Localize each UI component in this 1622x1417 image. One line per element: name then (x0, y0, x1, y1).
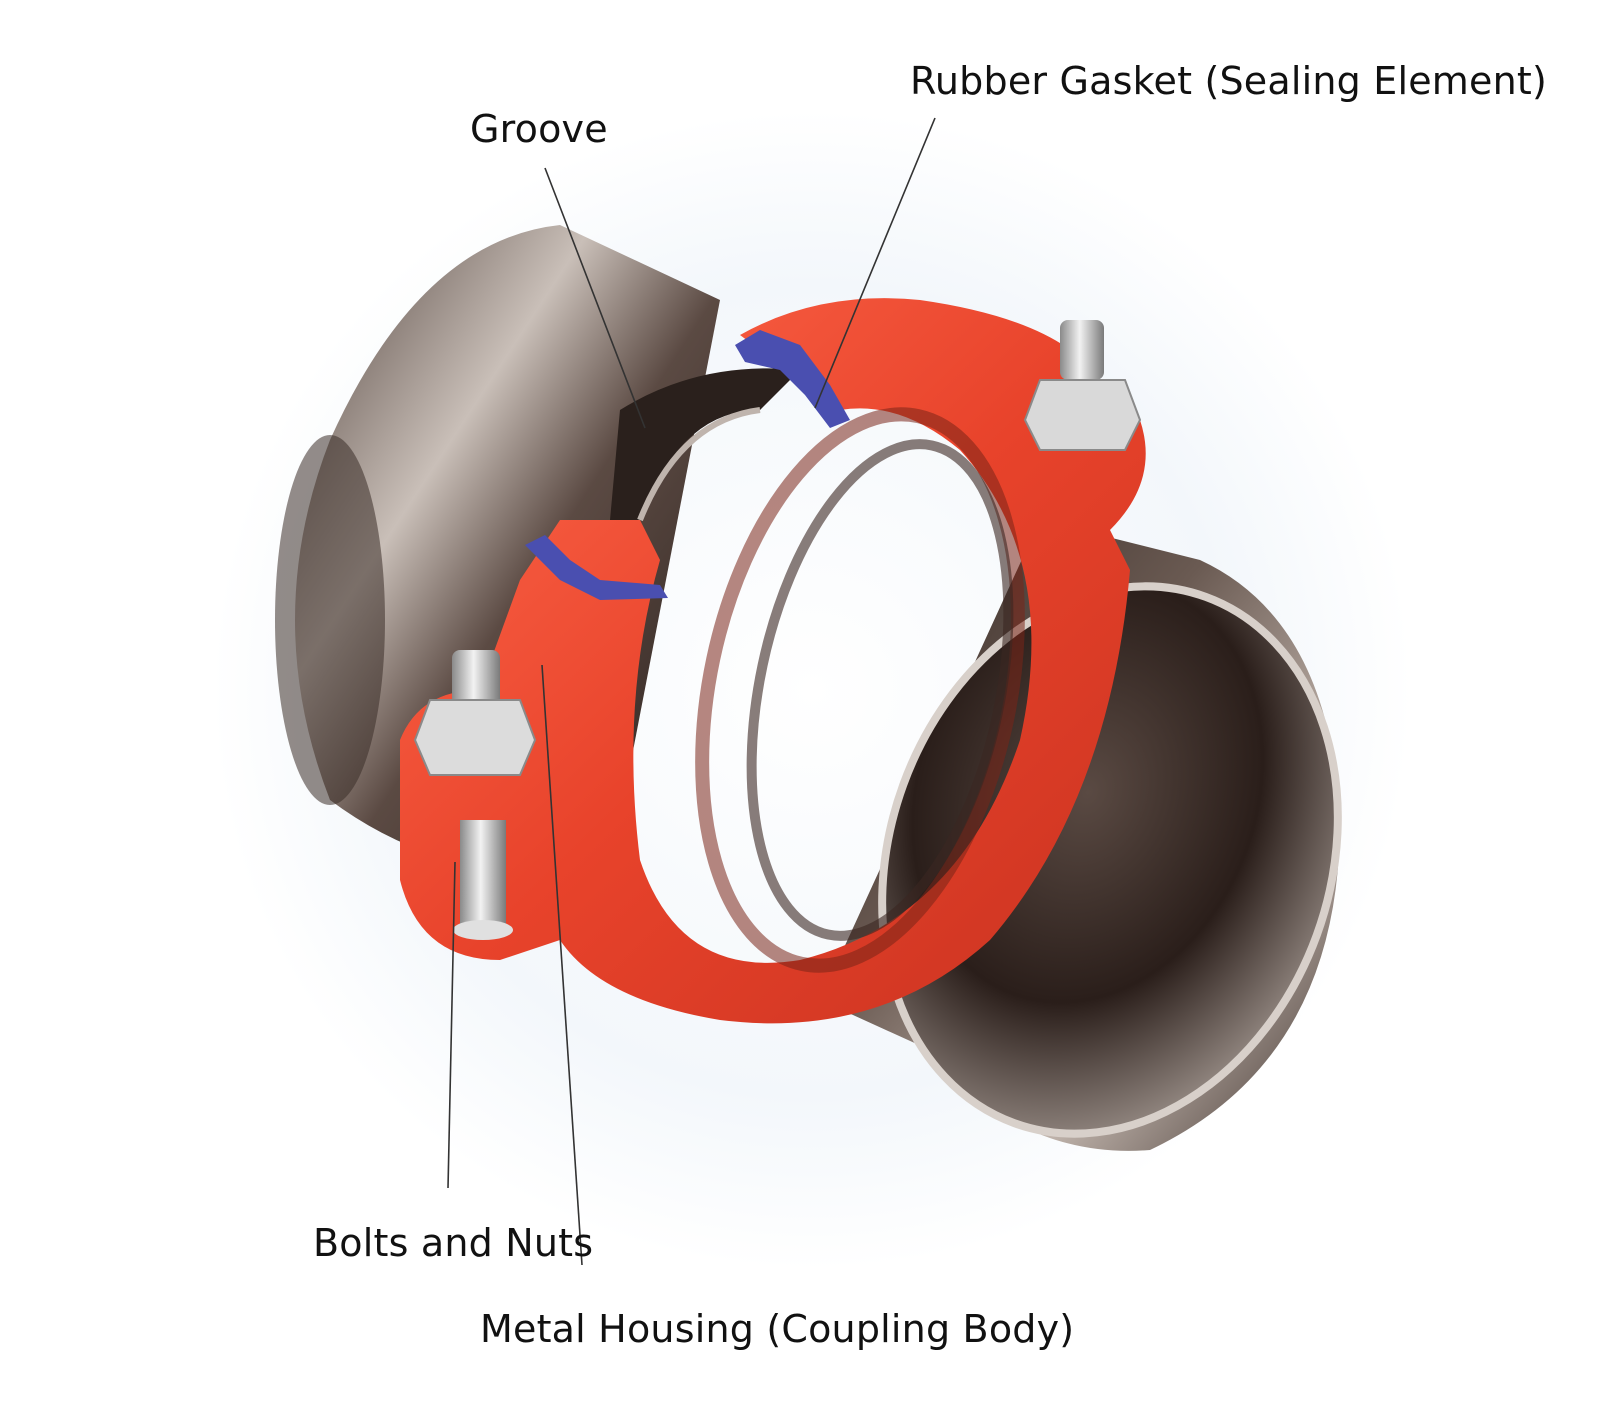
leader-groove (544, 167, 646, 429)
leader-bolts (447, 861, 456, 1189)
bolt-bottom-left (413, 650, 537, 940)
label-rubber-gasket: Rubber Gasket (Sealing Element) (910, 59, 1548, 103)
rubber-gasket (525, 330, 850, 600)
label-bolts-and-nuts: Bolts and Nuts (313, 1221, 594, 1265)
leader-lines (447, 117, 936, 1266)
leader-gasket (814, 117, 936, 409)
bolt-top-right (1023, 320, 1142, 451)
leader-housing (541, 664, 583, 1266)
label-groove: Groove (470, 107, 608, 151)
metal-housing (400, 298, 1146, 1024)
label-metal-housing: Metal Housing (Coupling Body) (480, 1307, 1075, 1351)
groove-ring (610, 368, 800, 522)
